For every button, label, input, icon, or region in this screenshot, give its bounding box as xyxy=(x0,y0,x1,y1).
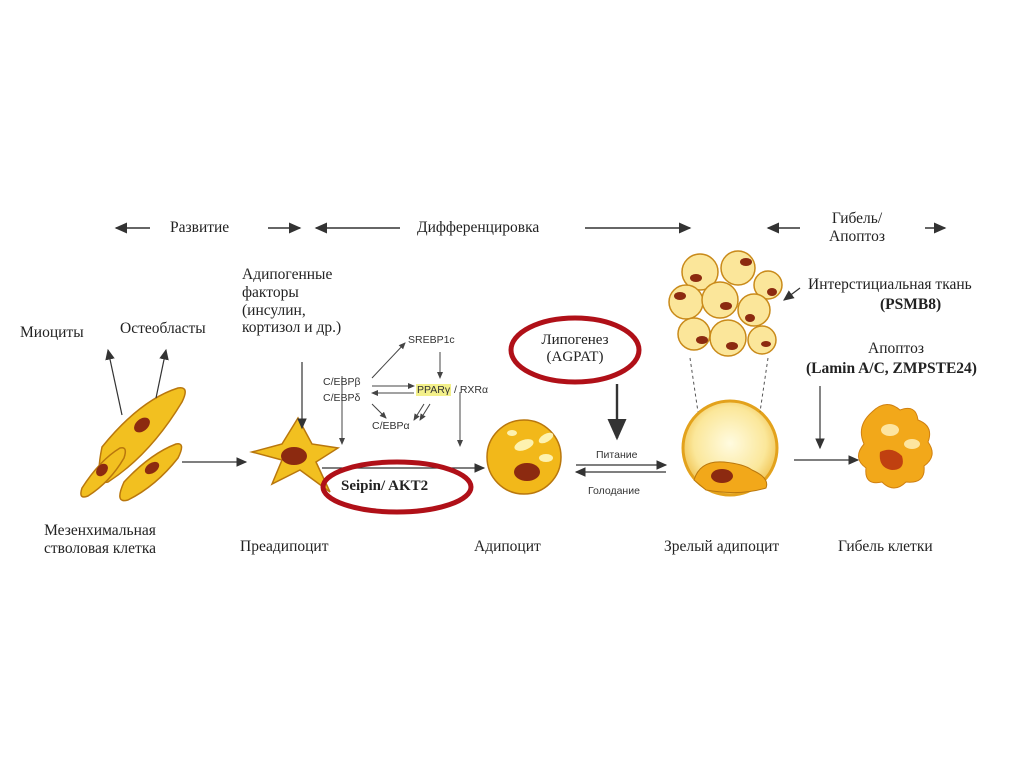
feeding-label: Питание xyxy=(596,449,638,461)
rxr-alpha-label: / RXRα xyxy=(454,384,489,396)
osteoblasts-label: Остеобласты xyxy=(120,320,206,337)
death-arrows xyxy=(794,386,860,465)
apoptosis-genes-label: (Lamin A/C, ZMPSTE24) xyxy=(806,360,977,377)
adipocyte-shape xyxy=(486,419,562,495)
myocytes-label: Миоциты xyxy=(20,324,84,341)
agpat-label: (AGPAT) xyxy=(546,349,604,366)
seipin-highlight-oval xyxy=(320,459,474,515)
preadipocyte-label: Преадипоцит xyxy=(240,538,329,555)
adipocyte-label: Адипоцит xyxy=(474,538,541,555)
interstitial-nuclei xyxy=(674,258,777,350)
mesenchymal-stem-cell-shape xyxy=(80,387,186,502)
preadipocyte-shape xyxy=(249,416,341,493)
msc-label: Мезенхимальная стволовая клетка xyxy=(20,522,180,558)
ppar-label: PPARγ / RXRα xyxy=(416,384,488,396)
stage-death: Гибель/ Апоптоз xyxy=(812,210,902,246)
factors-line-4: кортизол и др.) xyxy=(242,319,342,337)
feeding-arrows xyxy=(574,384,668,477)
lipogenesis-label: Липогенез (AGPAT) xyxy=(530,332,620,367)
factors-line-3: (инсулин, xyxy=(242,301,306,319)
msc-label-line-1: Мезенхимальная xyxy=(44,522,156,539)
mature-adipocyte-label: Зрелый адипоцит xyxy=(664,538,780,555)
starvation-label: Голодание xyxy=(588,485,640,497)
interstitial-tissue-label: Интерстициальная ткань xyxy=(808,276,972,293)
adipogenic-factors-label: Адипогенные факторы (инсулин, кортизол и… xyxy=(242,266,341,337)
psmb8-label: (PSMB8) xyxy=(880,296,942,313)
factors-line-2: факторы xyxy=(242,283,299,301)
factors-line-1: Адипогенные xyxy=(242,266,333,283)
apoptosis-label: Апоптоз xyxy=(868,340,924,357)
lipogenesis-title: Липогенез xyxy=(541,332,609,348)
dead-cell-label: Гибель клетки xyxy=(838,538,933,555)
mature-adipocyte-shape xyxy=(681,399,779,497)
dead-cell-shape xyxy=(858,404,933,489)
msc-arrows xyxy=(105,348,248,467)
stage-death-line-2: Апоптоз xyxy=(829,227,885,245)
cebp-alpha-label: C/EBPα xyxy=(372,420,410,432)
lipogenesis-highlight-oval xyxy=(508,315,642,385)
cebp-delta-label: C/EBPδ xyxy=(323,392,361,404)
cebp-beta-label: C/EBPβ xyxy=(323,376,361,388)
msc-label-line-2: стволовая клетка xyxy=(44,539,156,557)
stage-death-line-1: Гибель/ xyxy=(831,210,883,227)
interstitial-arrow xyxy=(783,287,801,301)
pathway-arrows xyxy=(339,342,463,447)
ppar-gamma-label: PPARγ xyxy=(416,384,452,396)
srebp1c-label: SREBP1c xyxy=(408,334,455,346)
stage-development: Развитие xyxy=(170,219,230,236)
seipin-akt2-label: Seipin/ AKT2 xyxy=(341,478,429,494)
stage-differentiation: Дифференцировка xyxy=(417,219,540,236)
